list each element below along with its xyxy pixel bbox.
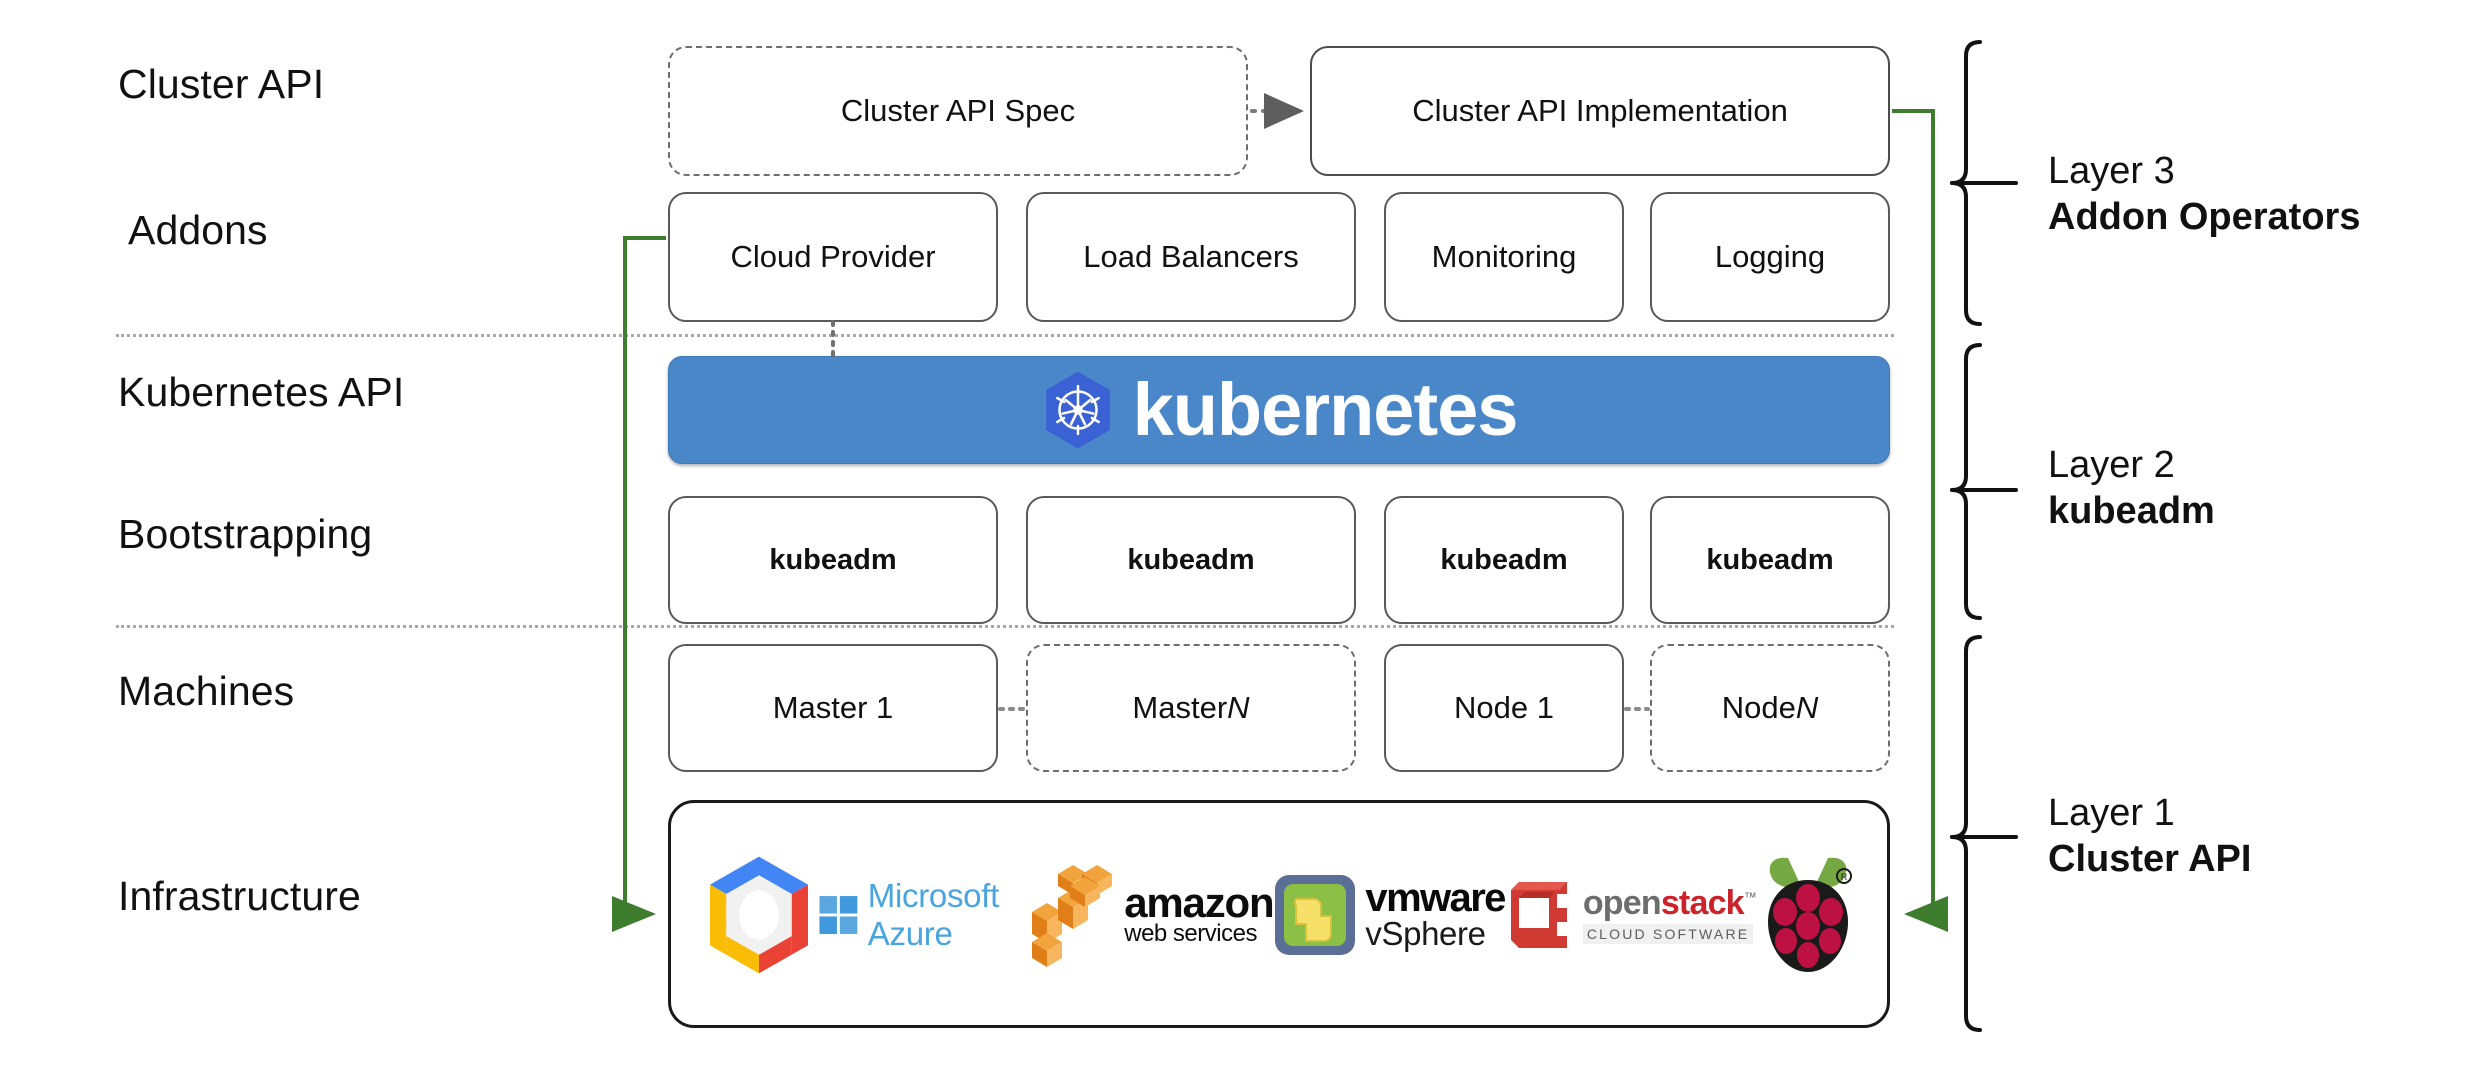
box-addon-monitoring[interactable]: Monitoring xyxy=(1384,192,1624,322)
kubernetes-logo-icon xyxy=(1041,370,1115,450)
box-addon-load-balancers[interactable]: Load Balancers xyxy=(1026,192,1356,322)
row-label-cluster-api: Cluster API xyxy=(118,61,325,107)
logo-vmware-label-secondary: vSphere xyxy=(1365,914,1486,952)
box-machine-node-1[interactable]: Node 1 xyxy=(1384,644,1624,772)
separator-layer3-layer2 xyxy=(116,334,1894,337)
box-cluster-api-spec[interactable]: Cluster API Spec xyxy=(668,46,1248,176)
svg-text:R: R xyxy=(1841,872,1848,882)
box-machine-master-1[interactable]: Master 1 xyxy=(668,644,998,772)
logo-openstack-label-stack: stack xyxy=(1660,884,1745,922)
layer-caption-1-top: Layer 1 xyxy=(2048,792,2175,834)
layer-caption-3-top: Layer 3 xyxy=(2048,150,2175,192)
box-kubeadm-3[interactable]: kubeadm xyxy=(1384,496,1624,624)
box-kubeadm-4[interactable]: kubeadm xyxy=(1650,496,1890,624)
row-label-machines: Machines xyxy=(118,668,295,714)
logo-openstack: openstack™ CLOUD SOFTWARE xyxy=(1505,876,1757,954)
box-cluster-api-implementation[interactable]: Cluster API Implementation xyxy=(1310,46,1890,176)
infrastructure-logo-strip: Microsoft Azure xyxy=(700,820,1860,1010)
layer-caption-3: Layer 3 Addon Operators xyxy=(2048,148,2360,241)
separator-layer2-layer1 xyxy=(116,625,1894,628)
brace-layer-1 xyxy=(1950,635,2018,1032)
box-machine-node-n-suffix: N xyxy=(1795,690,1819,725)
logo-aws-label-secondary: web services xyxy=(1124,920,1257,948)
logo-openstack-trademark-icon: ™ xyxy=(1743,889,1757,905)
box-machine-master-n-suffix: N xyxy=(1227,690,1250,725)
logo-raspberry-pi-icon: R xyxy=(1756,850,1860,980)
logo-aws-label-primary: amazon xyxy=(1124,878,1274,926)
layer-caption-2-sub: kubeadm xyxy=(2048,490,2215,533)
logo-vmware-label-primary: vmware xyxy=(1365,876,1506,921)
row-label-kubernetes-api: Kubernetes API xyxy=(118,369,405,415)
logo-google-cloud-icon xyxy=(700,852,818,978)
green-path-cloud-provider-to-infrastructure xyxy=(612,236,666,932)
logo-openstack-label-open: open xyxy=(1582,884,1662,922)
aws-cubes-icon xyxy=(1032,865,1113,967)
box-addon-cloud-provider[interactable]: Cloud Provider xyxy=(668,192,998,322)
box-machine-master-n-label: Master xyxy=(1132,690,1228,725)
kubernetes-wordmark: kubernetes xyxy=(1132,368,1519,451)
row-label-infrastructure: Infrastructure xyxy=(118,873,361,919)
logo-amazon-web-services: amazon web services xyxy=(1030,863,1275,967)
box-kubeadm-1[interactable]: kubeadm xyxy=(668,496,998,624)
layer-caption-3-sub: Addon Operators xyxy=(2048,196,2361,239)
kubernetes-banner: kubernetes xyxy=(668,356,1890,464)
box-machine-node-n-label: Node xyxy=(1721,690,1796,725)
box-kubeadm-2[interactable]: kubeadm xyxy=(1026,496,1356,624)
vmware-vsphere-icon xyxy=(1275,875,1356,955)
microsoft-windows-icon xyxy=(819,896,858,934)
row-label-bootstrapping: Bootstrapping xyxy=(118,511,373,557)
box-addon-logging[interactable]: Logging xyxy=(1650,192,1890,322)
green-path-implementation-to-infrastructure xyxy=(1892,109,1948,932)
layer-caption-2: Layer 2 kubeadm xyxy=(2048,442,2215,535)
brace-layer-3 xyxy=(1950,40,2018,326)
logo-openstack-label-sub: CLOUD SOFTWARE xyxy=(1582,924,1754,944)
logo-vmware-vsphere: vmware vSphere xyxy=(1273,873,1506,957)
layer-caption-1-sub: Cluster API xyxy=(2048,838,2252,881)
logo-microsoft-azure: Microsoft Azure xyxy=(818,877,1030,953)
openstack-icon xyxy=(1510,882,1567,948)
brace-layer-2 xyxy=(1950,343,2018,620)
layer-caption-2-top: Layer 2 xyxy=(2048,444,2175,486)
box-machine-node-n[interactable]: Node N xyxy=(1650,644,1890,772)
box-machine-master-n[interactable]: Master N xyxy=(1026,644,1356,772)
row-label-addons: Addons xyxy=(128,207,268,253)
layer-caption-1: Layer 1 Cluster API xyxy=(2048,790,2251,883)
logo-microsoft-azure-label: Microsoft Azure xyxy=(867,877,999,952)
